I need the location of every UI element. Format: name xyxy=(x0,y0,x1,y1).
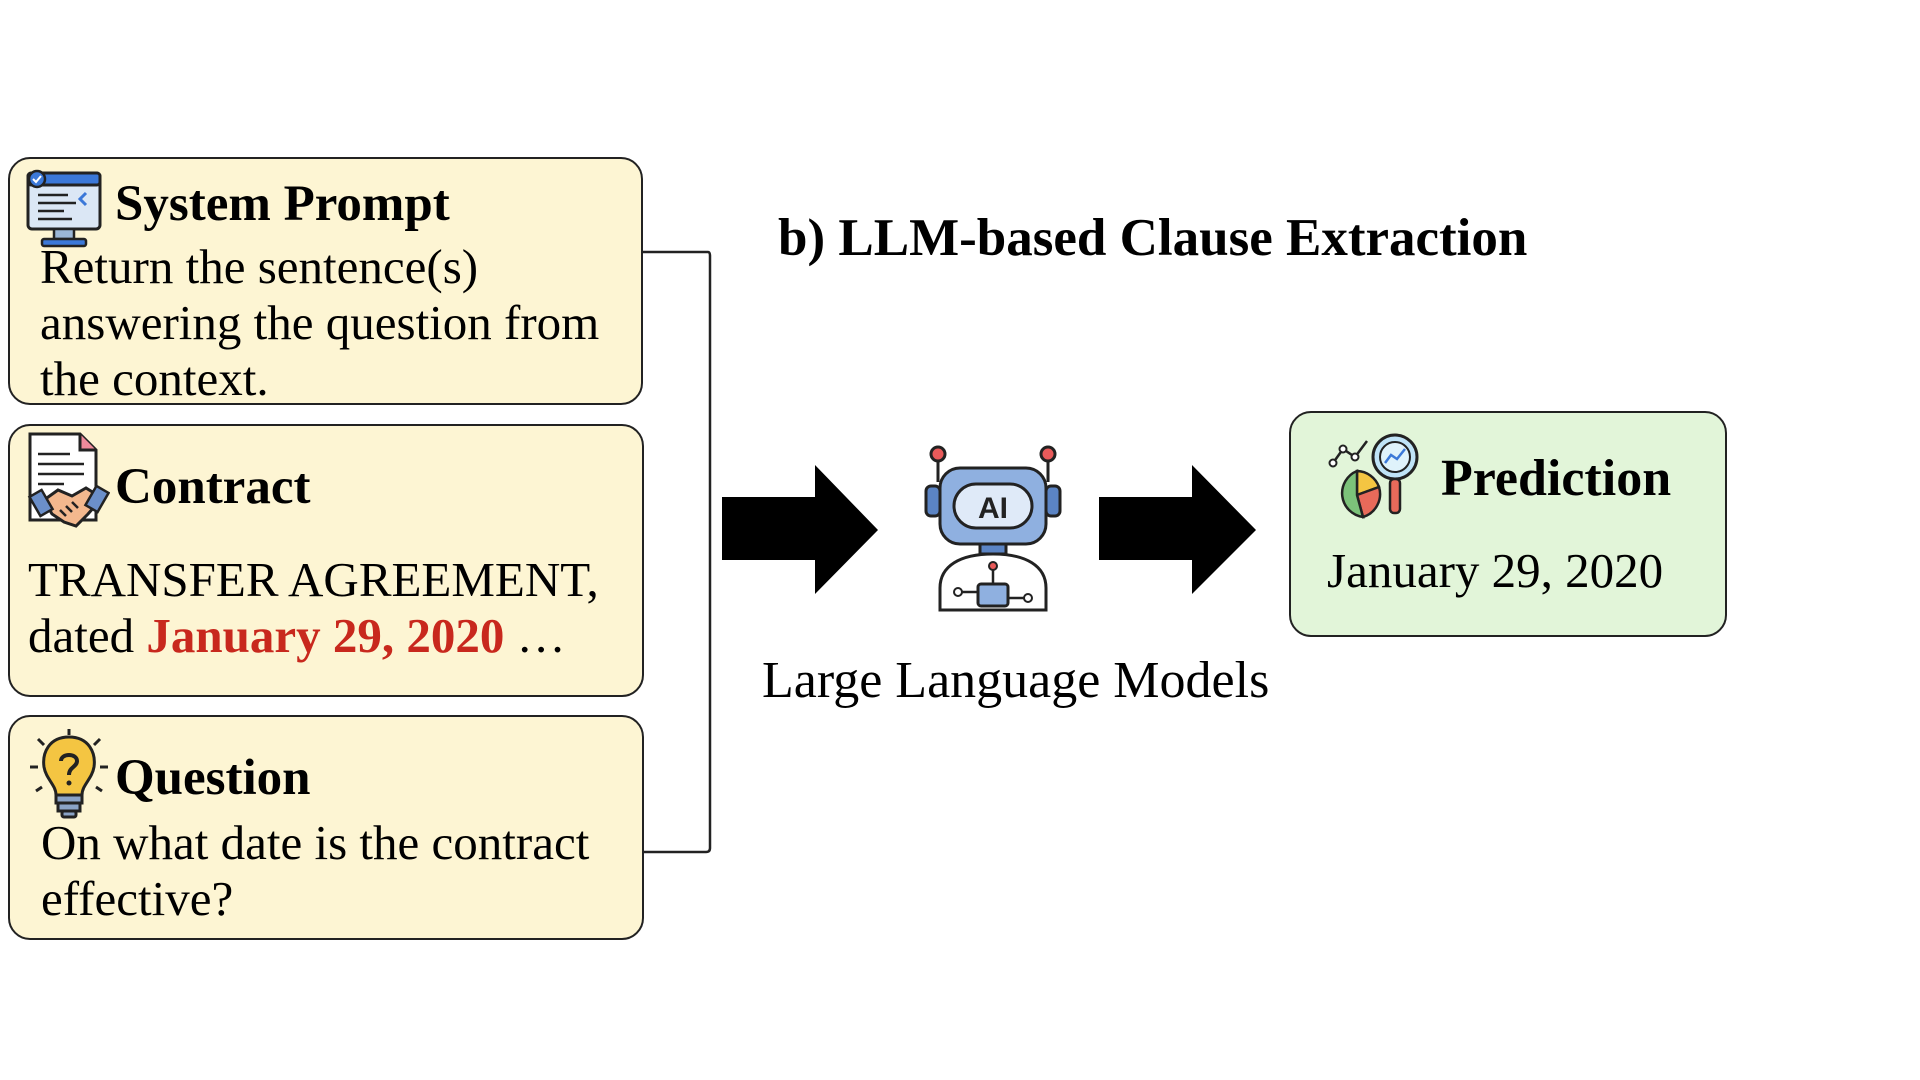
monitor-code-icon xyxy=(24,167,104,256)
lightbulb-question-icon xyxy=(24,727,114,828)
contract-text: TRANSFER AGREEMENT, dated January 29, 20… xyxy=(28,552,643,664)
prediction-title: Prediction xyxy=(1441,450,1672,507)
contract-card: Contract TRANSFER AGREEMENT, dated Janua… xyxy=(8,424,644,697)
system-prompt-title: System Prompt xyxy=(115,176,450,232)
ai-robot-icon: AI xyxy=(920,442,1066,617)
arrow-to-prediction xyxy=(1099,465,1256,594)
question-card: Question On what date is the contract ef… xyxy=(8,715,644,940)
question-title: Question xyxy=(115,750,311,806)
contract-line-2-prefix: dated xyxy=(28,608,147,663)
input-bracket xyxy=(643,250,712,854)
system-prompt-text: Return the sentence(s) answering the que… xyxy=(40,239,600,406)
arrow-to-model xyxy=(722,465,878,594)
analytics-magnifier-icon xyxy=(1327,429,1423,526)
llm-label: Large Language Models xyxy=(762,652,1270,709)
contract-line-1: TRANSFER AGREEMENT, xyxy=(28,552,599,607)
contract-handshake-icon xyxy=(24,430,111,539)
contract-date-highlight: January 29, 2020 xyxy=(146,608,505,663)
contract-line-2-suffix: … xyxy=(504,608,566,663)
contract-line-2: dated January 29, 2020 … xyxy=(28,608,643,664)
system-prompt-card: System Prompt Return the sentence(s) ans… xyxy=(8,157,643,406)
prediction-value: January 29, 2020 xyxy=(1327,543,1664,598)
diagram-heading: b) LLM-based Clause Extraction xyxy=(778,209,1528,267)
contract-title: Contract xyxy=(115,459,311,515)
question-text: On what date is the contract effective? xyxy=(41,815,590,926)
prediction-card: Prediction January 29, 2020 xyxy=(1289,411,1727,637)
robot-screen-text: AI xyxy=(978,492,1008,525)
